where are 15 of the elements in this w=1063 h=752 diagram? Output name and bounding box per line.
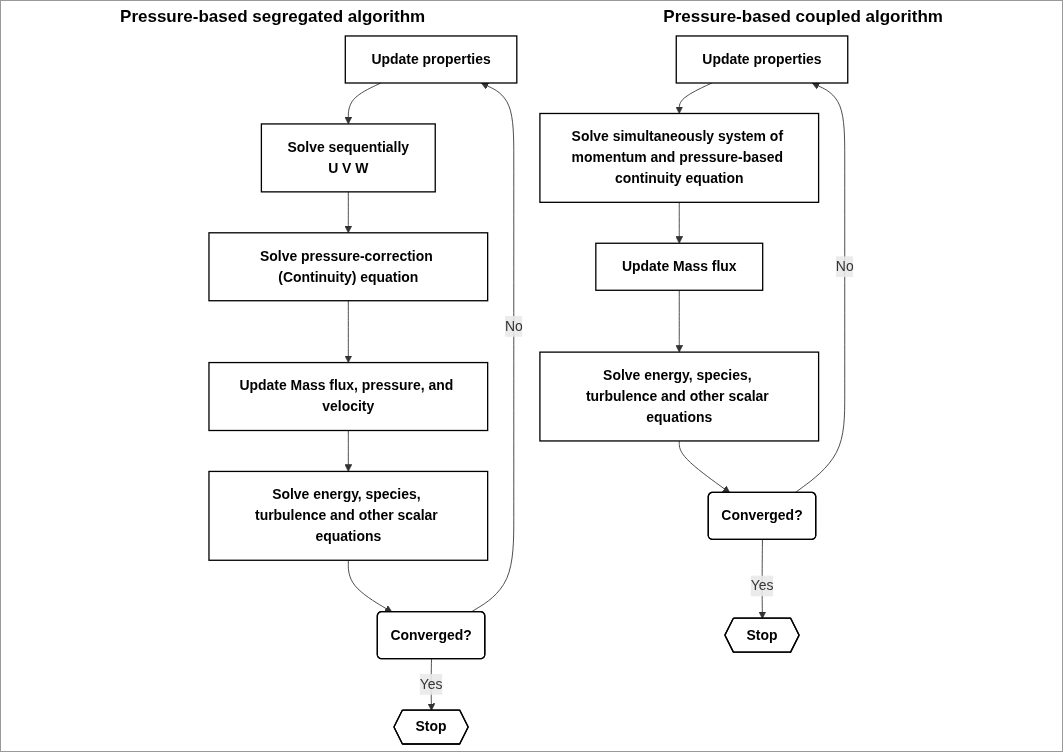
node-box: Solve energy, species, turbulence and other scalar equations xyxy=(208,470,489,561)
node-box: Solve simultaneously system of momentum and pressure-based continuity equation xyxy=(539,112,820,203)
node-box: Solve sequentially U V W xyxy=(260,123,437,193)
node-box: Update properties xyxy=(344,35,518,84)
edge-label: Yes xyxy=(419,676,443,692)
node-box: Update Mass flux, pressure, and velocity xyxy=(208,361,489,432)
edge-label: Yes xyxy=(750,578,774,593)
edge-label: No xyxy=(836,258,854,274)
node-box: Update properties xyxy=(675,35,849,84)
node-box: Update Mass flux xyxy=(595,242,764,291)
node-box: Solve pressure-correction (Continuity) equation xyxy=(208,232,489,302)
column-heading: Pressure-based segregated algorithm xyxy=(120,7,426,27)
edge-label: No xyxy=(505,318,523,334)
column-heading: Pressure-based coupled algorithm xyxy=(663,7,943,27)
node-box: Solve energy, species, turbulence and other scalar equations xyxy=(539,351,820,442)
